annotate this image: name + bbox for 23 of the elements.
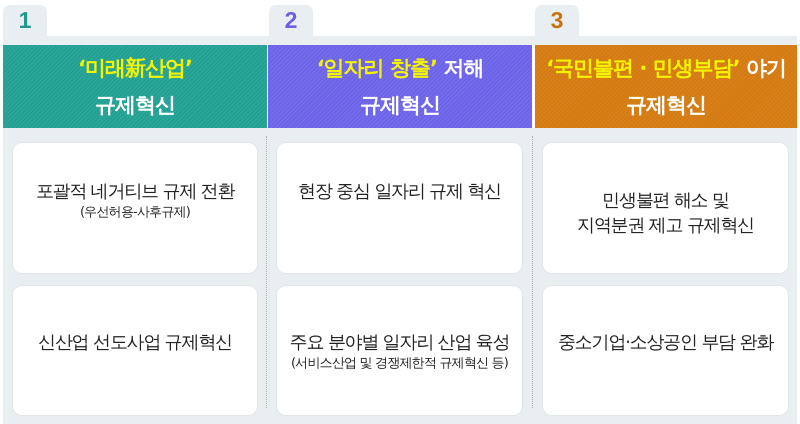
step-number: 3 (550, 8, 564, 33)
card-title: 주요 분야별 일자리 산업 육성 (290, 331, 510, 355)
card-title: 신산업 선도사업 규제혁신 (38, 331, 232, 355)
item-card (542, 285, 789, 416)
item-card (12, 142, 258, 274)
step-number: 1 (18, 8, 32, 33)
category-header (535, 45, 797, 128)
card-title: 민생불편 해소 및 지역분권 제고 규제혁신 (576, 189, 756, 238)
header-title: ‘일자리 창출’ 저해 규제혁신 (316, 54, 484, 118)
category-header (268, 45, 532, 128)
card-title: 현장 중심 일자리 규제 혁신 (298, 180, 501, 204)
item-card (12, 285, 258, 416)
card-title: 포괄적 네거티브 규제 전환 (36, 180, 234, 204)
category-header (3, 45, 267, 128)
card-note: (서비스산업 및 경쟁제한적 규제혁신 등) (290, 355, 508, 373)
card-note: (우선허용-사후규제) (80, 204, 190, 222)
card-title: 중소기업·소상공인 부담 완화 (558, 331, 774, 355)
header-title: ‘미래新산업’ 규제혁신 (77, 54, 193, 118)
step-number: 2 (284, 8, 298, 33)
item-card (276, 285, 523, 416)
item-card (542, 142, 789, 274)
header-title: ‘국민불편 · 민생부담’ 야기 규제혁신 (545, 54, 787, 118)
item-card (276, 142, 523, 274)
